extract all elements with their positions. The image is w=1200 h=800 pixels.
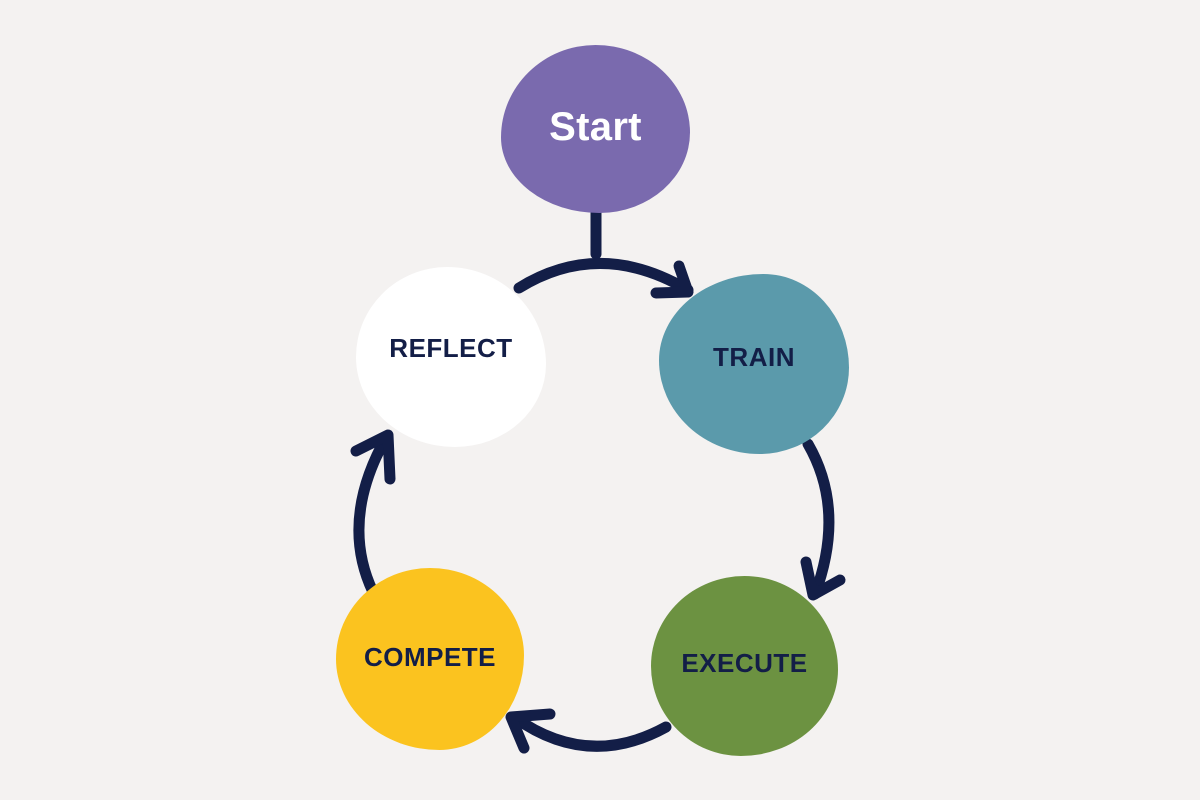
arrow-execute-to-compete xyxy=(508,711,672,752)
node-execute: EXECUTE xyxy=(651,576,838,756)
node-start: Start xyxy=(501,45,690,213)
node-execute-label: EXECUTE xyxy=(681,648,808,678)
node-start-label: Start xyxy=(549,104,642,149)
arrowhead-train-top xyxy=(650,260,694,299)
node-reflect: REFLECT xyxy=(356,267,546,447)
node-reflect-label: REFLECT xyxy=(389,332,513,363)
arrowhead-compete-right xyxy=(505,708,556,754)
arrow-reflect-to-train xyxy=(513,258,694,296)
arrowhead-reflect-bottom xyxy=(350,429,396,485)
arrow-compete-to-reflect xyxy=(353,430,393,598)
node-compete: COMPETE xyxy=(336,568,524,750)
node-train: TRAIN xyxy=(659,274,849,454)
arrow-train-to-execute xyxy=(802,438,835,600)
node-compete-label: COMPETE xyxy=(363,641,497,672)
arrowhead-execute-top xyxy=(800,556,846,601)
node-train-label: TRAIN xyxy=(713,341,795,372)
